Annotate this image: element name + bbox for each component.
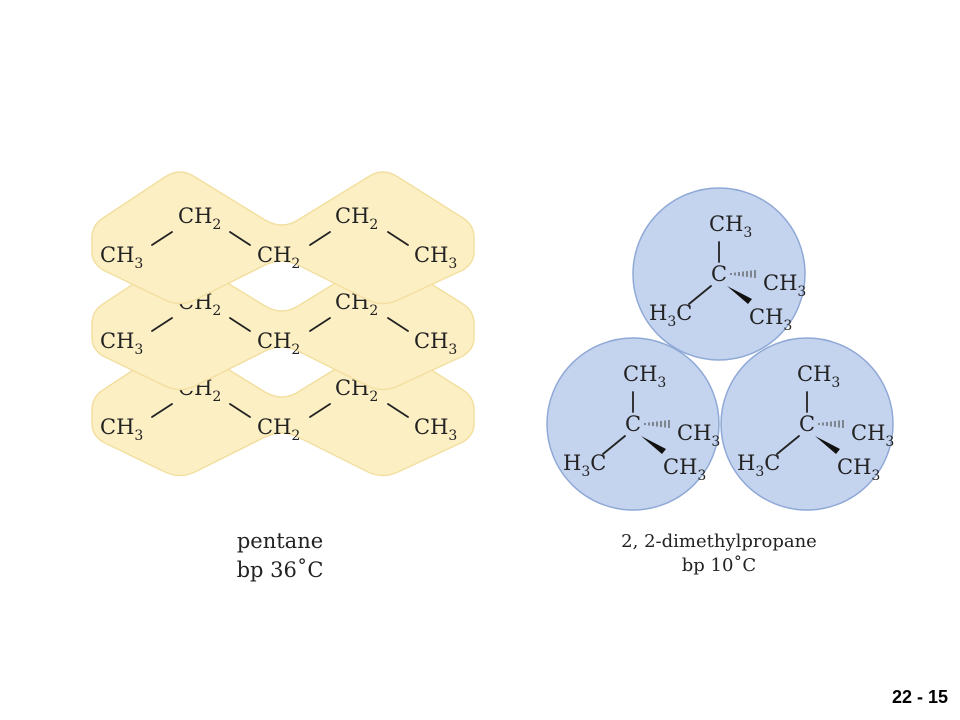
pentane-molecule-1: [91, 171, 475, 305]
neopentane-name: 2, 2-dimethylpropane: [621, 531, 817, 552]
neopentane-molecule-left: [546, 337, 722, 511]
pentane-boiling-point: bp 36˚C: [237, 558, 324, 582]
neopentane-boiling-point: bp 10˚C: [682, 554, 756, 576]
page-number: 22 - 15: [891, 687, 948, 707]
neopentane-molecule-right: [720, 337, 896, 511]
pentane-name: pentane: [237, 529, 323, 553]
neopentane-molecule-top: [632, 187, 808, 361]
